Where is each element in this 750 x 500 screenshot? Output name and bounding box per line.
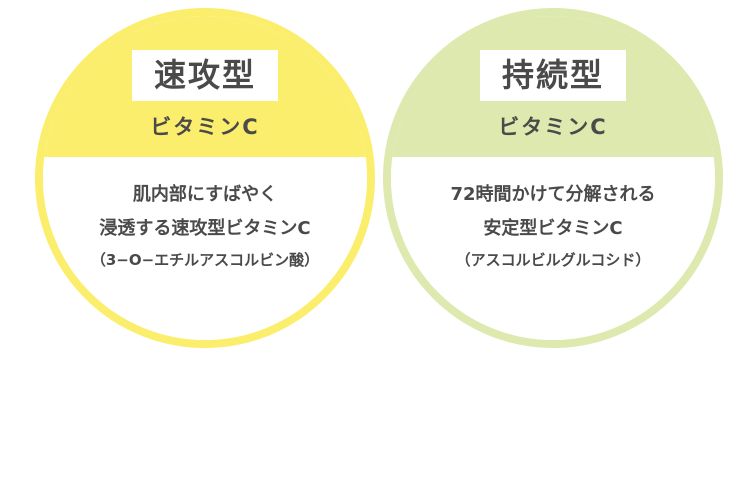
card-title: 速攻型 <box>131 50 279 101</box>
fast-acting-vitamin-c-card: 速攻型 ビタミンC 肌内部にすばやく 浸透する速攻型ビタミンC （3−O−エチル… <box>35 8 375 348</box>
card-subtitle: ビタミンC <box>498 115 608 139</box>
card-description: 肌内部にすばやく 浸透する速攻型ビタミンC （3−O−エチルアスコルビン酸） <box>43 178 367 274</box>
card-subtitle: ビタミンC <box>150 115 260 139</box>
sustained-vitamin-c-card: 持続型 ビタミンC 72時間かけて分解される 安定型ビタミンC （アスコルビルグ… <box>383 8 723 348</box>
description-line: 安定型ビタミンC <box>483 218 623 239</box>
description-line: 肌内部にすばやく <box>132 184 278 205</box>
card-title: 持続型 <box>479 50 627 101</box>
card-body <box>43 157 367 340</box>
card-description: 72時間かけて分解される 安定型ビタミンC （アスコルビルグルコシド） <box>391 178 715 274</box>
card-body <box>391 157 715 340</box>
ingredient-note: （アスコルビルグルコシド） <box>455 251 651 269</box>
description-line: 浸透する速攻型ビタミンC <box>99 218 311 239</box>
description-line: 72時間かけて分解される <box>450 184 656 205</box>
ingredient-note: （3−O−エチルアスコルビン酸） <box>90 251 320 269</box>
